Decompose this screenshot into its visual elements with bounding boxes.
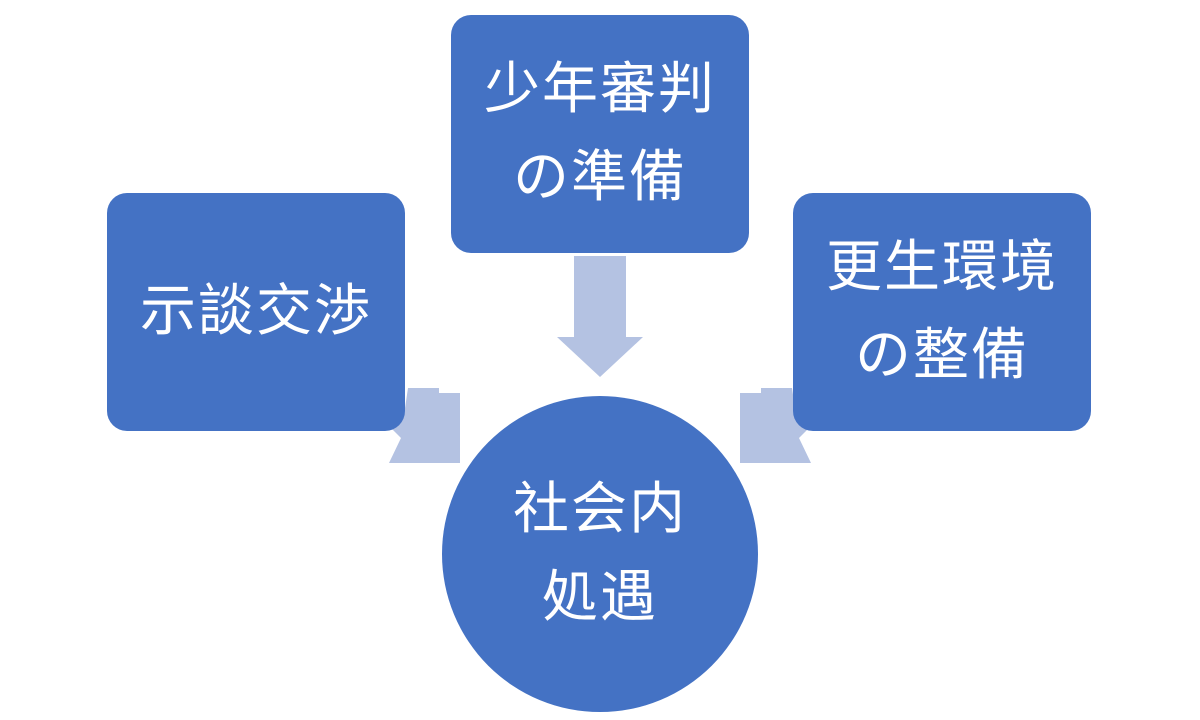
- node-rehabilitation-environment-label: 更生環境 の整備: [826, 224, 1058, 400]
- node-top-line-2: の準備: [513, 145, 687, 210]
- node-juvenile-trial-prep-label: 少年審判 の準備: [484, 46, 716, 222]
- node-top-line-1: 少年審判: [484, 57, 716, 122]
- node-community-treatment: 社会内 処遇: [442, 396, 758, 712]
- node-settlement-negotiation-label: 示談交渉: [140, 268, 372, 356]
- node-center-line-2: 処遇: [542, 565, 658, 630]
- arrow-diagonal-down-left-icon: [740, 388, 814, 463]
- node-settlement-negotiation: 示談交渉: [107, 193, 405, 431]
- node-center-line-1: 社会内: [513, 477, 687, 542]
- node-right-line-1: 更生環境: [826, 235, 1058, 300]
- arrow-down-icon: [557, 256, 643, 377]
- node-juvenile-trial-prep: 少年審判 の準備: [451, 15, 749, 253]
- node-right-line-2: の整備: [855, 323, 1029, 388]
- node-community-treatment-label: 社会内 処遇: [513, 466, 687, 642]
- node-rehabilitation-environment: 更生環境 の整備: [793, 193, 1091, 431]
- node-left-line-1: 示談交渉: [140, 279, 372, 344]
- arrow-diagonal-down-right-icon: [386, 388, 460, 463]
